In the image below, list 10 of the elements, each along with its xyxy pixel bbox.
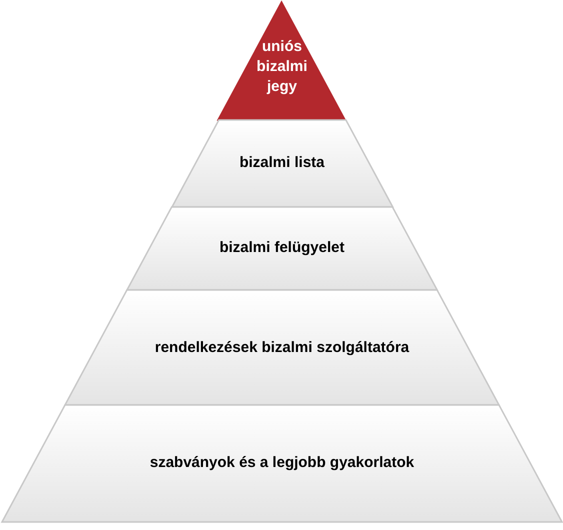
- layer-label: bizalmi felügyelet: [218, 238, 346, 258]
- pyramid-apex: [218, 2, 346, 120]
- pyramid-layer: [65, 290, 499, 405]
- layer-label: bizalmi lista: [238, 153, 326, 174]
- layer-label: szabványok és a legjobb gyakorlatok: [148, 453, 416, 474]
- pyramid-layer: [2, 405, 562, 522]
- layer-label: rendelkezések bizalmi szolgáltatóra: [154, 338, 410, 358]
- pyramid-layer: [172, 120, 392, 207]
- layer-label: uniós bizalmi jegy: [256, 36, 308, 97]
- pyramid-layer: [126, 207, 438, 290]
